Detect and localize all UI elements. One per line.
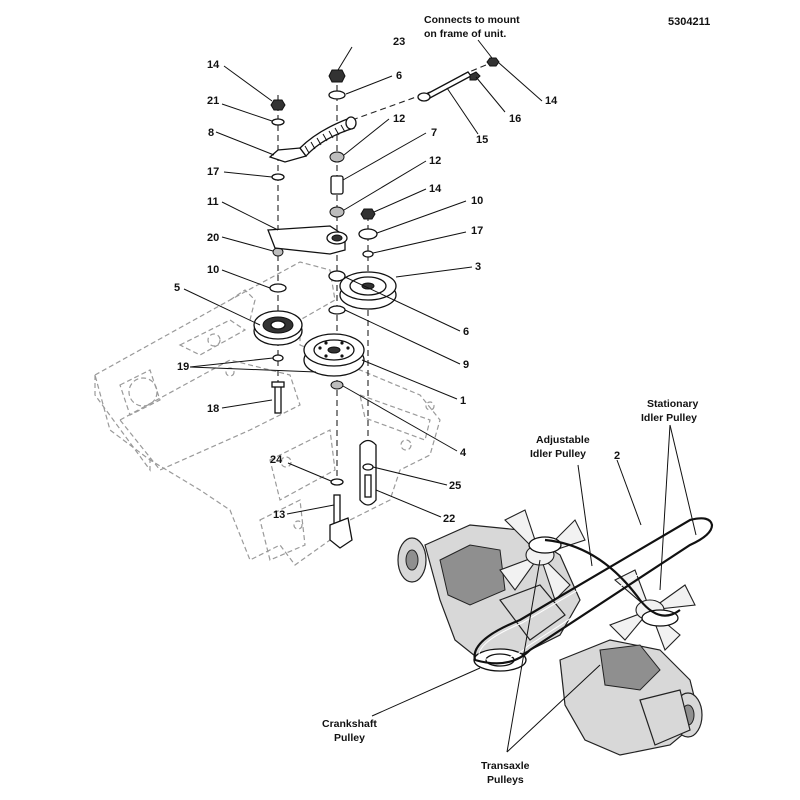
washer-4 (330, 380, 344, 390)
nut-16 (469, 71, 481, 81)
callout-9: 9 (463, 359, 469, 371)
washer-25 (362, 463, 374, 471)
callout-2: 2 (614, 450, 620, 462)
left-cooling-fan (499, 509, 586, 602)
washer-10-right (358, 228, 378, 240)
callout-numbers: 23 6 14 21 8 12 7 12 17 14 11 10 20 17 1… (174, 36, 620, 525)
callout-19: 19 (177, 361, 189, 373)
adjustable-idler-label-line1: Adjustable (536, 434, 590, 446)
stationary-idler-pulley-3 (339, 271, 397, 310)
mount-note-line1: Connects to mount (424, 14, 520, 26)
transaxle-label-line1: Transaxle (481, 760, 530, 772)
callout-6-mid: 6 (463, 326, 469, 338)
leader-lines (183, 39, 697, 753)
lower-hardware (329, 380, 377, 549)
bearing-12-top (329, 151, 345, 163)
adjustable-idler-label-line2: Idler Pulley (530, 448, 586, 460)
nut-14-left (270, 99, 286, 111)
document-number: 5304211 (668, 16, 710, 28)
washer-9 (328, 305, 346, 315)
callout-18: 18 (207, 403, 219, 415)
nut-14-mid (360, 208, 376, 220)
crankshaft-label-line2: Pulley (334, 732, 365, 744)
callout-25: 25 (449, 480, 461, 492)
callout-7: 7 (431, 127, 437, 139)
center-hardware-stack (328, 69, 346, 218)
spacer-7 (330, 175, 344, 195)
stationary-idler-label-line1: Stationary (647, 398, 699, 410)
assembly-axes (277, 61, 494, 480)
eyebolt-15 (424, 71, 472, 100)
callout-20: 20 (207, 232, 219, 244)
callout-3: 3 (475, 261, 481, 273)
callout-21: 21 (207, 95, 219, 107)
callout-14-left: 14 (207, 59, 220, 71)
drive-belt-2 (473, 517, 714, 665)
callout-15: 15 (476, 134, 488, 146)
washer-24 (330, 478, 344, 486)
bolt-25 (364, 474, 372, 498)
washer-17-left (271, 173, 285, 181)
callout-22: 22 (443, 513, 455, 525)
callout-11: 11 (207, 196, 219, 208)
adjustable-idler-pulley-1 (303, 333, 365, 377)
mower-frame-outline (94, 261, 441, 566)
crankshaft-label-line1: Crankshaft (322, 718, 377, 730)
idler-pulley-5 (253, 310, 303, 346)
washer-17-right (362, 250, 374, 258)
callout-1: 1 (460, 395, 466, 407)
washer-21 (271, 118, 285, 126)
callout-17-left: 17 (207, 166, 219, 178)
stationary-idler-pulley-lower (641, 609, 679, 627)
callout-6-top: 6 (396, 70, 402, 82)
callout-23: 23 (393, 36, 405, 48)
callout-13: 13 (273, 509, 285, 521)
left-hardware-stack (268, 99, 308, 414)
transaxle-assembly (397, 509, 714, 756)
washer-6-top (328, 90, 346, 100)
callout-24: 24 (270, 454, 283, 466)
callout-12-bottom: 12 (429, 155, 441, 167)
callout-4: 4 (460, 447, 467, 459)
spring-arm-8 (268, 147, 308, 163)
callout-10-left: 10 (207, 264, 219, 276)
bracket-13 (329, 517, 353, 549)
washer-10-left (269, 283, 287, 293)
stud-13 (333, 494, 341, 526)
nut-14-right (486, 57, 500, 67)
nut-23 (328, 69, 346, 83)
bolt-18 (274, 384, 282, 414)
transaxle-label-line2: Pulleys (487, 774, 524, 786)
bolt-18-head (271, 381, 285, 388)
idler-arm-11 (267, 225, 348, 255)
callout-14-right: 14 (545, 95, 558, 107)
callout-8: 8 (208, 127, 214, 139)
right-hardware-stack (328, 208, 378, 315)
tension-spring-assembly (299, 57, 500, 158)
callout-14-mid: 14 (429, 183, 442, 195)
callout-12-top: 12 (393, 113, 405, 125)
washer-6-mid (328, 270, 346, 282)
mount-note-line2: on frame of unit. (424, 28, 506, 40)
plate-22 (359, 439, 377, 506)
washer-19 (272, 354, 284, 362)
bearing-12-bottom (329, 206, 345, 218)
callout-16: 16 (509, 113, 521, 125)
right-cooling-fan (609, 569, 696, 651)
callout-5: 5 (174, 282, 180, 294)
callout-17-right: 17 (471, 225, 483, 237)
stationary-idler-label-line2: Idler Pulley (641, 412, 697, 424)
callout-10-right: 10 (471, 195, 483, 207)
adjustable-idler-pulley-lower (528, 536, 562, 554)
